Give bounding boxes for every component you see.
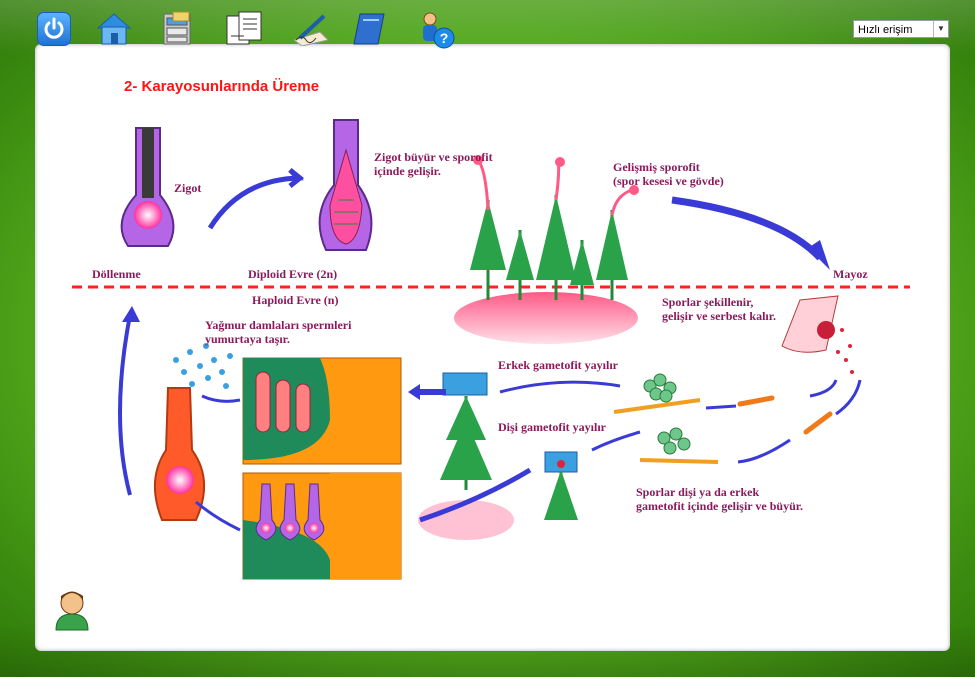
label-dollenme: Döllenme — [92, 267, 141, 281]
fertilized-archegonium — [155, 388, 204, 520]
raindrops — [173, 343, 233, 389]
archegonia-panel — [243, 473, 401, 579]
label-haploid: Haploid Evre (n) — [252, 293, 338, 307]
label-gelismis-sporofit: Gelişmiş sporofit (spor kesesi ve gövde) — [613, 160, 724, 188]
antheridia-panel — [243, 358, 401, 464]
archegonium-sporophyte — [320, 120, 372, 250]
female-gametophyte — [544, 452, 578, 520]
label-zigot-buyur: Zigot büyür ve sporofit içinde gelişir. — [374, 150, 493, 178]
user-avatar-icon — [52, 588, 92, 632]
label-erkek: Erkek gametofit yayılır — [498, 358, 618, 372]
label-sporlar-sekillenir: Sporlar şekillenir, gelişir ve serbest k… — [662, 295, 776, 323]
label-mayoz: Mayoz — [833, 267, 868, 281]
label-sporlar-disi: Sporlar dişi ya da erkek gametofit içind… — [636, 485, 803, 513]
label-diploid: Diploid Evre (2n) — [248, 267, 337, 281]
label-yagmur: Yağmur damlaları spermleri yumurtaya taş… — [205, 318, 351, 346]
archegonium-zygote — [122, 128, 174, 246]
protonema-female — [640, 428, 718, 462]
label-zigot: Zigot — [174, 181, 201, 195]
protonema-male — [614, 374, 700, 412]
spore-capsule — [782, 296, 854, 374]
user-avatar-button[interactable] — [52, 588, 92, 632]
mature-sporophyte-cluster — [454, 155, 639, 344]
label-disi: Dişi gametofit yayılır — [498, 420, 606, 434]
